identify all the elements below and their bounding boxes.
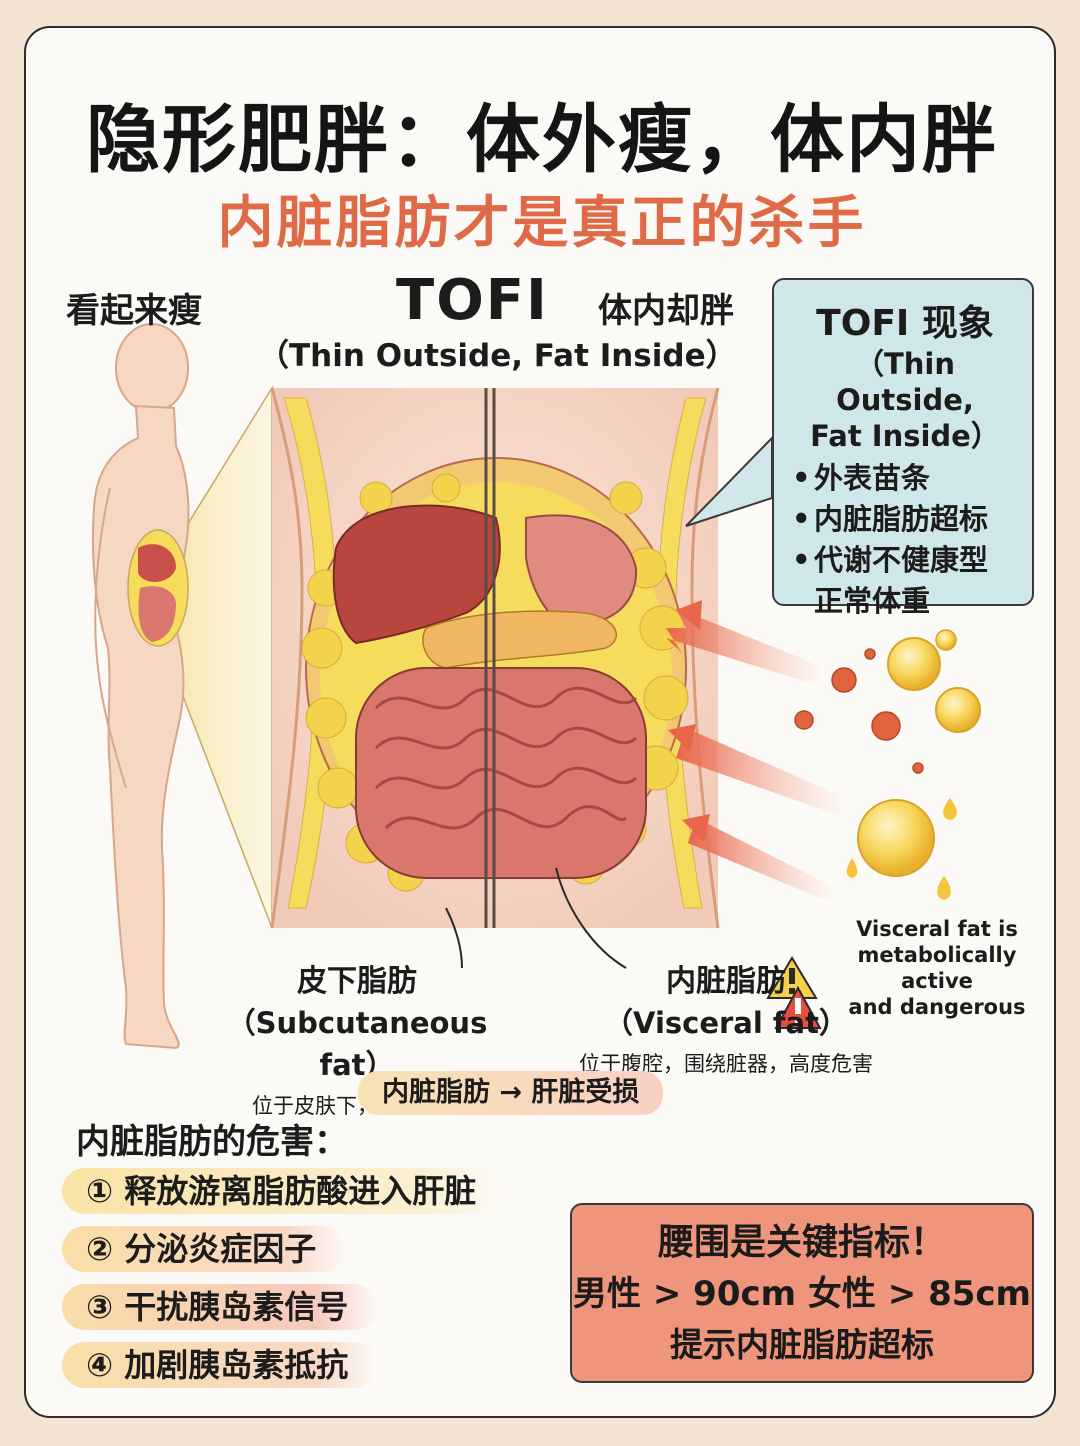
zoom-cone (175, 385, 273, 929)
waist-heading: 腰围是关键指标！ (657, 1222, 946, 1263)
visceral-zh: 内脏脂肪 (666, 964, 786, 999)
bubble-bullet-continuation: 正常体重 (814, 584, 931, 618)
page-subtitle: 内脏脂肪才是真正的杀手 (217, 191, 867, 256)
infographic-card: 隐形肥胖：体外瘦，体内胖 内脏脂肪才是真正的杀手 看起来瘦 TOFI （Thin… (24, 26, 1056, 1418)
subcutaneous-zh: 皮下脂肪 (297, 964, 417, 999)
visceral-fat-label: 内脏脂肪 （Visceral fat） 位于腹腔，围绕脏器，高度危害 (556, 956, 896, 1078)
human-silhouette (91, 323, 190, 1050)
harm-item: ④ 加剧胰岛素抵抗 (62, 1342, 379, 1388)
looks-thin-label: 看起来瘦 (66, 291, 202, 331)
bubble-bullet: 内脏脂肪超标 (788, 499, 1022, 540)
harm-item: ② 分泌炎症因子 (62, 1226, 347, 1272)
tofi-info-bubble: TOFI 现象 （Thin Outside, Fat Inside） 外表苗条 … (772, 278, 1034, 618)
harm-item: ① 释放游离脂肪酸进入肝脏 (62, 1168, 507, 1214)
harms-heading: 内脏脂肪的危害： (76, 1122, 348, 1162)
waist-indicator-box: 腰围是关键指标！ 男性 > 90cm 女性 > 85cm 提示内脏脂肪超标 (570, 1203, 1034, 1383)
tofi-label: TOFI (396, 268, 549, 333)
bubble-subtitle-line2: Fat Inside） (810, 419, 1000, 453)
warning-line-1: Visceral fat is (856, 917, 1018, 941)
tofi-full-label: （Thin Outside, Fat Inside） (258, 338, 737, 374)
waist-note: 提示内脏脂肪超标 (670, 1325, 934, 1364)
page-title: 隐形肥胖：体外瘦，体内胖 (86, 97, 998, 183)
bubble-bullet-list: 外表苗条 内脏脂肪超标 代谢不健康型 正常体重 (788, 458, 1022, 622)
inflammatory-cells (794, 648, 924, 774)
liver-damage-tag: 内脏脂肪 → 肝脏受损 (358, 1071, 664, 1115)
visceral-en: （Visceral fat） (604, 1006, 848, 1040)
abdomen-cross-section (270, 387, 720, 969)
fat-inside-label: 体内却胖 (598, 291, 734, 331)
warning-icon-red (774, 985, 822, 1029)
waist-thresholds: 男性 > 90cm 女性 > 85cm (573, 1274, 1031, 1314)
illustration (91, 323, 981, 1050)
warning-line-3: and dangerous (848, 995, 1026, 1019)
bubble-title: TOFI 现象 (816, 303, 994, 344)
bubble-bullet: 代谢不健康型 (788, 540, 1022, 581)
mini-organs (127, 529, 189, 647)
subcutaneous-en: （Subcutaneous fat） (226, 1006, 488, 1082)
fat-cells (846, 629, 981, 900)
harm-item: ③ 干扰胰岛素信号 (62, 1284, 379, 1330)
inflammation-arrows (666, 600, 846, 904)
bubble-subtitle-line1: （Thin Outside, (836, 347, 974, 417)
bubble-bullet: 外表苗条 (788, 458, 1022, 499)
warning-line-2: metabolically active (857, 943, 1017, 993)
warning-text: Visceral fat is metabolically active and… (822, 916, 1052, 1020)
